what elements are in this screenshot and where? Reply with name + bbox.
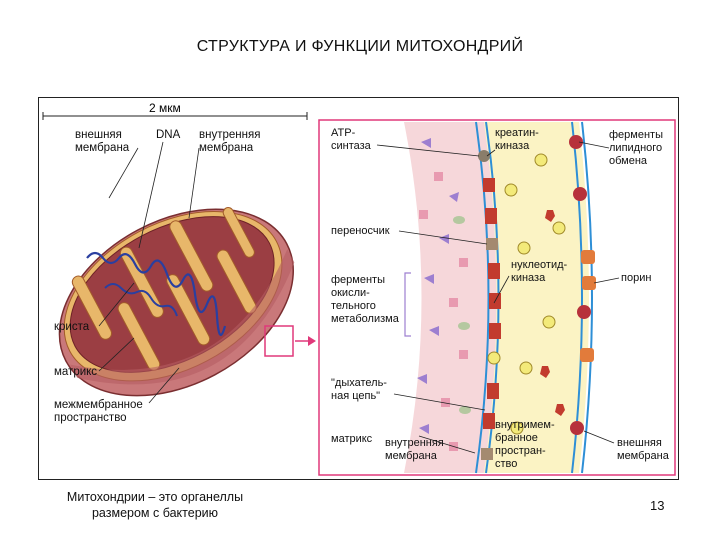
label-atp-synthase-1: ATP- xyxy=(331,127,356,139)
label-oxidative-enzymes-1: ферменты xyxy=(331,274,385,286)
caption-line-1: Митохондрии – это органеллы xyxy=(66,490,244,504)
page-number: 13 xyxy=(650,498,665,513)
label-oxidative-enzymes-2: окисли- xyxy=(331,287,370,299)
slide-title: СТРУКТУРА И ФУНКЦИИ МИТОХОНДРИЙ xyxy=(196,38,524,55)
inner-membrane-line-a xyxy=(475,121,490,474)
membrane-detail-panel: ATP- синтаза креатин- киназа ферменты ли… xyxy=(318,119,676,476)
mitochondria-figure: 2 мкм внешняя мембрана xyxy=(42,101,676,476)
label-intermembrane-2: пространство xyxy=(54,412,127,424)
dna-strand-2 xyxy=(104,283,178,317)
label-inner-membrane-right-2: мембрана xyxy=(385,450,438,462)
label-nucleotide-kinase-1: нуклеотид- xyxy=(511,259,568,271)
label-creatine-kinase-1: креатин- xyxy=(495,127,539,139)
label-lipid-enzymes-1: ферменты xyxy=(609,129,663,141)
zoom-arrow-head xyxy=(308,336,316,346)
label-nucleotide-kinase-2: киназа xyxy=(511,272,546,284)
figure-frame: 2 мкм внешняя мембрана xyxy=(38,97,679,480)
label-dna: DNA xyxy=(156,129,181,141)
label-respiratory-chain-2: ная цепь" xyxy=(331,390,380,402)
label-creatine-kinase-2: киназа xyxy=(495,140,530,152)
outer-membrane-line-b xyxy=(581,121,593,474)
label-atp-synthase-2: синтаза xyxy=(331,140,372,152)
mitochondrion-illustration: 2 мкм внешняя мембрана xyxy=(42,101,316,424)
label-matrix-right: матрикс xyxy=(331,433,373,445)
left-leader-lines xyxy=(98,141,200,404)
label-porin: порин xyxy=(621,272,651,284)
label-oxidative-enzymes-4: метаболизма xyxy=(331,313,400,325)
caption-line-2: размером с бактерию xyxy=(91,506,218,520)
scale-label: 2 мкм xyxy=(149,101,181,115)
label-respiratory-chain-1: "дыхатель- xyxy=(331,377,387,389)
label-crista: криста xyxy=(54,321,90,333)
label-intermembrane-right-4: ство xyxy=(495,458,517,470)
label-lipid-enzymes-3: обмена xyxy=(609,155,648,167)
label-outer-membrane-right-1: внешняя xyxy=(617,437,662,449)
label-oxidative-enzymes-3: тельного xyxy=(331,300,376,312)
label-matrix: матрикс xyxy=(54,366,97,378)
outer-membrane-proteins xyxy=(569,135,596,435)
label-lipid-enzymes-2: липидного xyxy=(609,142,662,154)
label-outer-membrane-2: мембрана xyxy=(75,142,130,154)
intermembrane-molecules xyxy=(504,153,566,435)
label-intermembrane-1: межмембранное xyxy=(54,399,143,411)
label-intermembrane-right-3: простран- xyxy=(495,445,546,457)
label-intermembrane-right-2: бранное xyxy=(495,432,538,444)
matrix-region xyxy=(404,122,497,473)
label-carrier: переносчик xyxy=(331,225,390,237)
right-leader-lines xyxy=(376,141,620,454)
oxidative-bracket xyxy=(404,272,411,337)
slide-caption: Митохондрии – это органеллы размером с б… xyxy=(30,489,280,521)
label-inner-membrane-1: внутренняя xyxy=(199,129,260,141)
zoom-box xyxy=(264,325,294,357)
label-inner-membrane-right-1: внутренняя xyxy=(385,437,444,449)
label-inner-membrane-2: мембрана xyxy=(199,142,254,154)
outer-shading xyxy=(70,249,295,385)
dna-strand xyxy=(86,251,227,337)
label-outer-membrane-right-2: мембрана xyxy=(617,450,670,462)
label-outer-membrane-1: внешняя xyxy=(75,129,122,141)
label-intermembrane-right-1: внутримем- xyxy=(495,419,555,431)
intermembrane-region xyxy=(484,122,589,473)
matrix-enzymes xyxy=(417,138,471,451)
